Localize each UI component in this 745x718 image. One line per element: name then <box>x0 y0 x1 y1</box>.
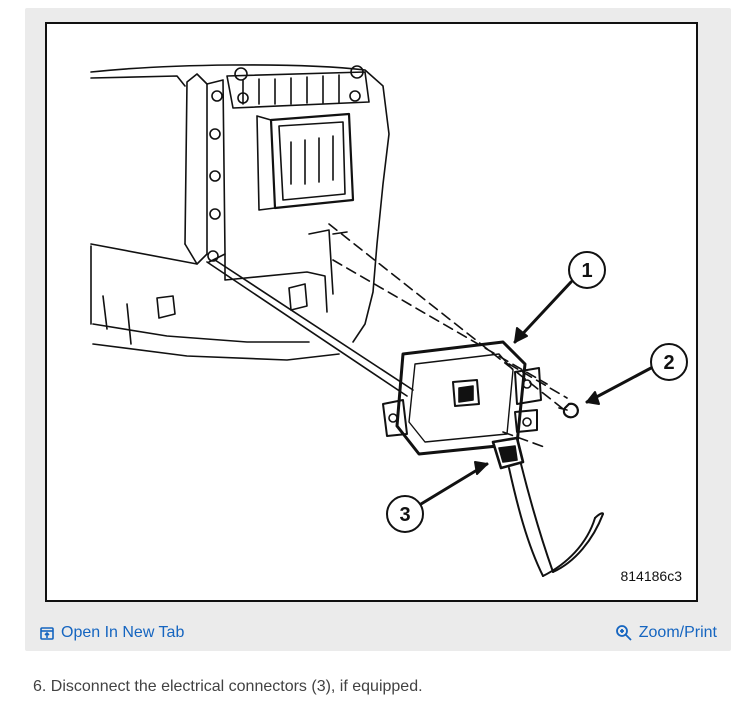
callout-1: 1 <box>581 260 592 282</box>
figure-frame: 1 2 3 814186c3 <box>45 22 698 602</box>
diagram-illustration: 1 2 3 <box>90 64 688 577</box>
figure-code: 814186c3 <box>620 568 682 584</box>
zoom-print-label: Zoom/Print <box>638 623 717 641</box>
callout-3: 3 <box>399 504 410 526</box>
open-in-new-tab-icon <box>39 625 55 641</box>
open-in-new-tab-label: Open In New Tab <box>61 623 185 641</box>
zoom-print-link[interactable]: Zoom/Print <box>615 624 717 642</box>
magnifier-zoom-icon <box>615 624 633 642</box>
callout-2: 2 <box>663 352 674 374</box>
step-instruction: 6. Disconnect the electrical connectors … <box>33 678 423 695</box>
figure-toolbar: Open In New Tab Zoom/Print <box>25 614 731 651</box>
open-in-new-tab-link[interactable]: Open In New Tab <box>39 624 184 642</box>
